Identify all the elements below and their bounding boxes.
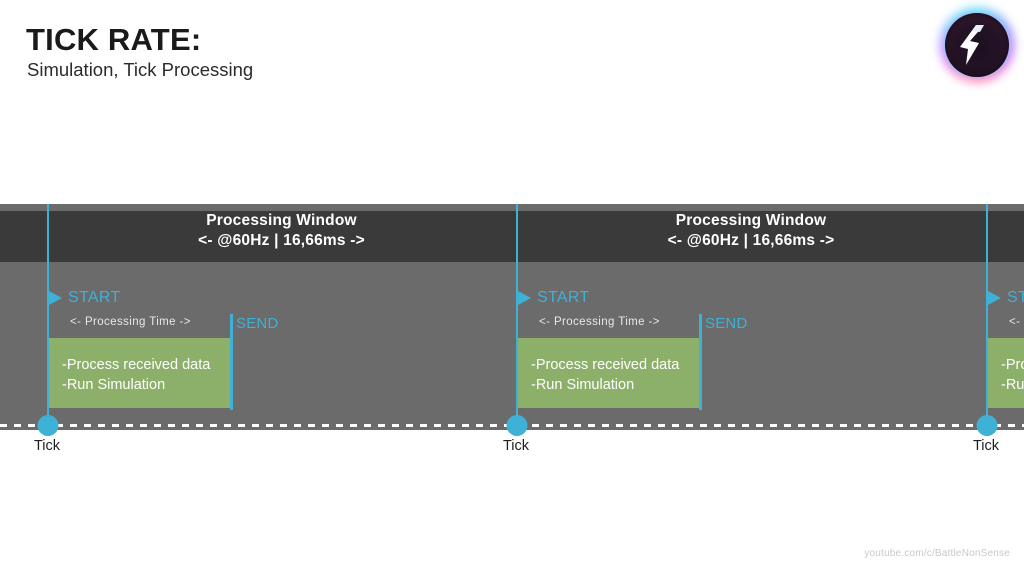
play-triangle-icon [988, 291, 1001, 305]
logo-disc [945, 13, 1009, 77]
start-marker: START [49, 288, 120, 308]
processing-time-label: <- Processing Time -> [70, 316, 191, 328]
logo-s-mark-icon [960, 25, 984, 65]
task-line: -Run Simulation [62, 376, 166, 393]
timeline-stage: Processing Window <- @60Hz | 16,66ms -> … [0, 204, 1024, 430]
cycle-start-line [516, 204, 518, 430]
cycle-start-line [986, 204, 988, 430]
tick-label: Tick [972, 438, 1000, 454]
start-label: START [1007, 289, 1024, 306]
processing-time-label: <- Processing Time -> [539, 316, 660, 328]
task-line: -Run Simulation [531, 376, 635, 393]
simulation-task-block: -Process received data -Run Simulation [518, 338, 701, 408]
start-label: START [537, 289, 590, 306]
simulation-task-block: -Process received data -Run Simulation [988, 338, 1024, 408]
processing-time-label: <- Processing Time -> [1009, 316, 1024, 328]
start-label: START [68, 289, 121, 306]
play-triangle-icon [49, 291, 62, 305]
timeline-top-strip [0, 204, 1024, 211]
processing-window-header-band [0, 211, 1024, 262]
tick-dot [37, 415, 59, 436]
tick-label: Tick [33, 438, 61, 454]
play-triangle-icon [518, 291, 531, 305]
send-label: SEND [705, 315, 748, 332]
task-line: -Process received data [531, 357, 680, 373]
task-line: -Process received data [1001, 357, 1024, 373]
task-line: -Process received data [62, 357, 211, 373]
page-title: TICK RATE: [26, 22, 202, 57]
page-subtitle: Simulation, Tick Processing [27, 59, 254, 80]
send-label: SEND [236, 315, 279, 332]
start-marker: START [518, 288, 589, 308]
simulation-task-block: -Process received data -Run Simulation [49, 338, 232, 408]
send-marker-bar [230, 314, 233, 410]
cycle-start-line [47, 204, 49, 430]
tick-dot [506, 415, 528, 436]
task-line: -Run Simulation [1001, 376, 1024, 393]
channel-credit: youtube.com/c/BattleNonSense [864, 548, 1010, 559]
tick-label: Tick [502, 438, 530, 454]
battlenonsense-logo [940, 8, 1014, 82]
send-marker-bar [699, 314, 702, 410]
tick-dot [976, 415, 998, 436]
start-marker: START [988, 288, 1024, 308]
